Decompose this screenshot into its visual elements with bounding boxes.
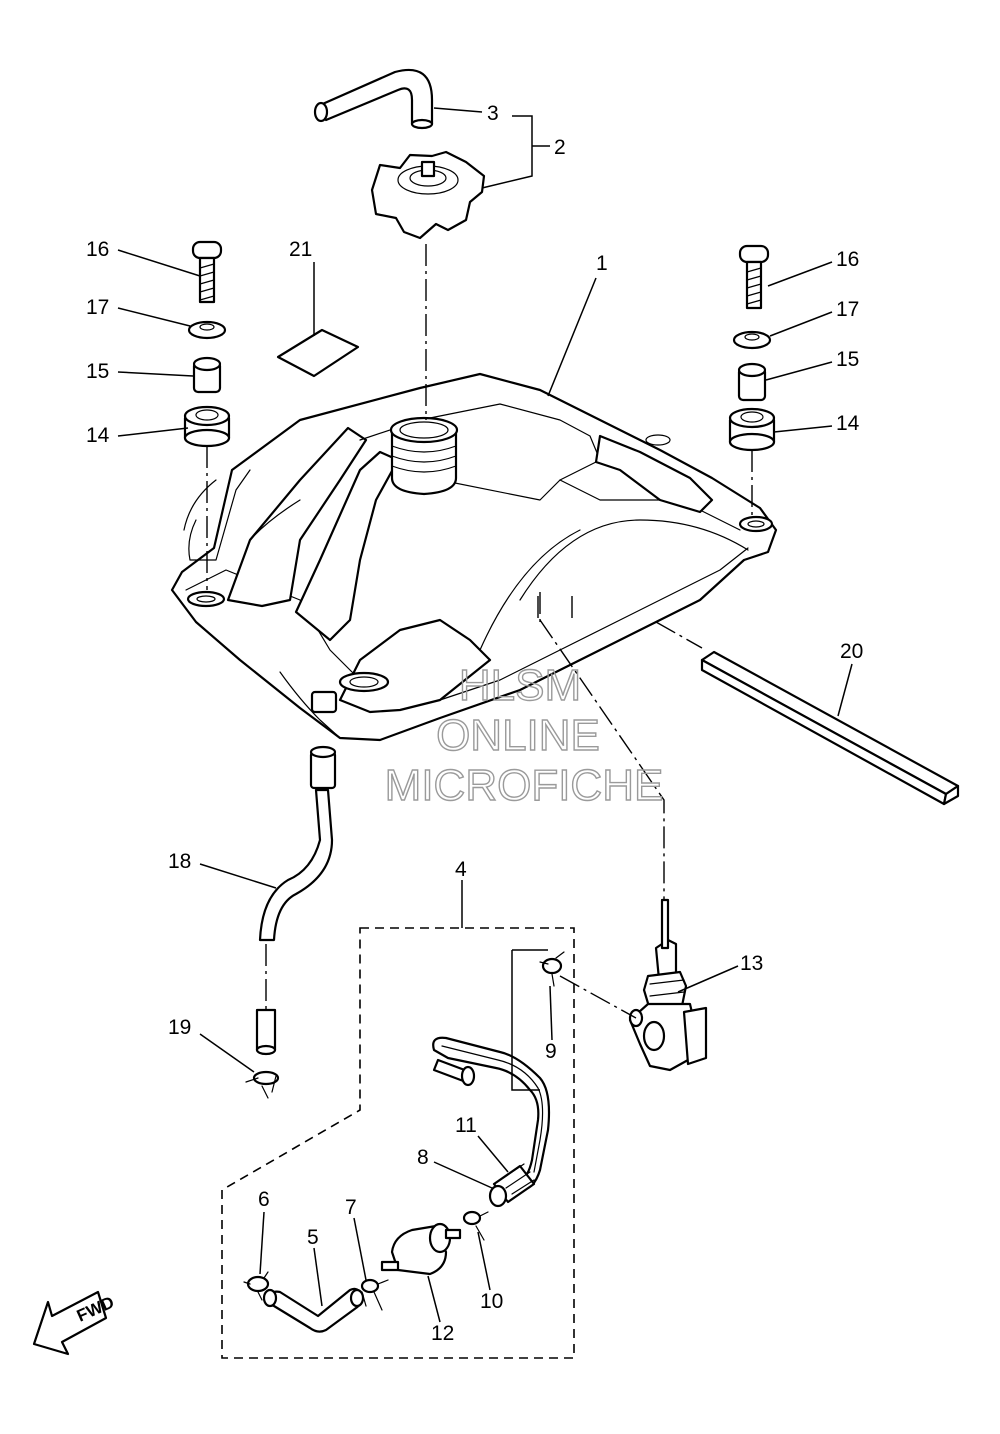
callout-14-left: 14 [86, 424, 110, 447]
leader-lines [117, 107, 853, 1323]
callout-20: 20 [840, 640, 863, 663]
hose-clip-9 [539, 951, 565, 987]
callout-4: 4 [455, 858, 467, 881]
callout-5: 5 [307, 1226, 319, 1249]
callout-7: 7 [345, 1196, 357, 1219]
hose-clip-7 [360, 1278, 389, 1311]
callout-8: 8 [417, 1146, 429, 1169]
fuel-cap [370, 150, 486, 240]
fuel-filter [380, 1222, 462, 1276]
callout-9: 9 [545, 1040, 557, 1063]
left-washer [187, 320, 227, 340]
callout-13: 13 [740, 952, 763, 975]
callout-19: 19 [168, 1016, 191, 1039]
callout-12: 12 [431, 1322, 454, 1345]
callout-6: 6 [258, 1188, 270, 1211]
watermark: HLSM ONLINE MICROFICHE [384, 660, 664, 810]
fuel-hose-5 [262, 1287, 365, 1333]
strainer-kit-outline [221, 927, 575, 1359]
left-collar [192, 356, 222, 394]
callout-21: 21 [289, 238, 312, 261]
fuel-tank [170, 372, 778, 742]
right-washer [732, 330, 772, 350]
callout-18: 18 [168, 850, 191, 873]
watermark-line-3: MICROFICHE [385, 761, 664, 810]
damper-strip [700, 650, 960, 806]
hose-clip-10 [462, 1210, 489, 1241]
hose-clip-6 [243, 1271, 270, 1301]
fuel-cock [628, 898, 708, 1072]
callout-10: 10 [480, 1290, 503, 1313]
callout-16-left: 16 [86, 238, 109, 261]
callout-2: 2 [554, 136, 566, 159]
left-grommet [183, 405, 231, 448]
label-sticker [276, 328, 360, 378]
callout-1: 1 [596, 252, 608, 275]
callout-17-left: 17 [86, 296, 109, 319]
hose-clip-left [245, 1070, 280, 1099]
forward-direction-arrow: FWD [32, 1290, 117, 1356]
right-bolt [738, 244, 770, 310]
callout-17-right: 17 [836, 298, 859, 321]
callout-11: 11 [455, 1114, 477, 1137]
callout-14-right: 14 [836, 412, 860, 435]
left-bolt [191, 240, 223, 304]
fuel-pipe [432, 1036, 551, 1192]
callout-labels: 1 2 3 4 5 6 7 8 9 10 11 12 13 14 14 15 1… [86, 102, 863, 1345]
watermark-line-2: ONLINE [436, 711, 600, 760]
callout-15-left: 15 [86, 360, 109, 383]
callout-3: 3 [487, 102, 499, 125]
breather-hose [313, 68, 434, 130]
callout-15-right: 15 [836, 348, 859, 371]
callout-16-right: 16 [836, 248, 859, 271]
right-collar [737, 362, 767, 402]
pipe-grommet [488, 1163, 536, 1208]
overflow-hose [255, 745, 337, 1056]
right-grommet [728, 407, 776, 452]
watermark-line-1: HLSM [459, 661, 581, 710]
